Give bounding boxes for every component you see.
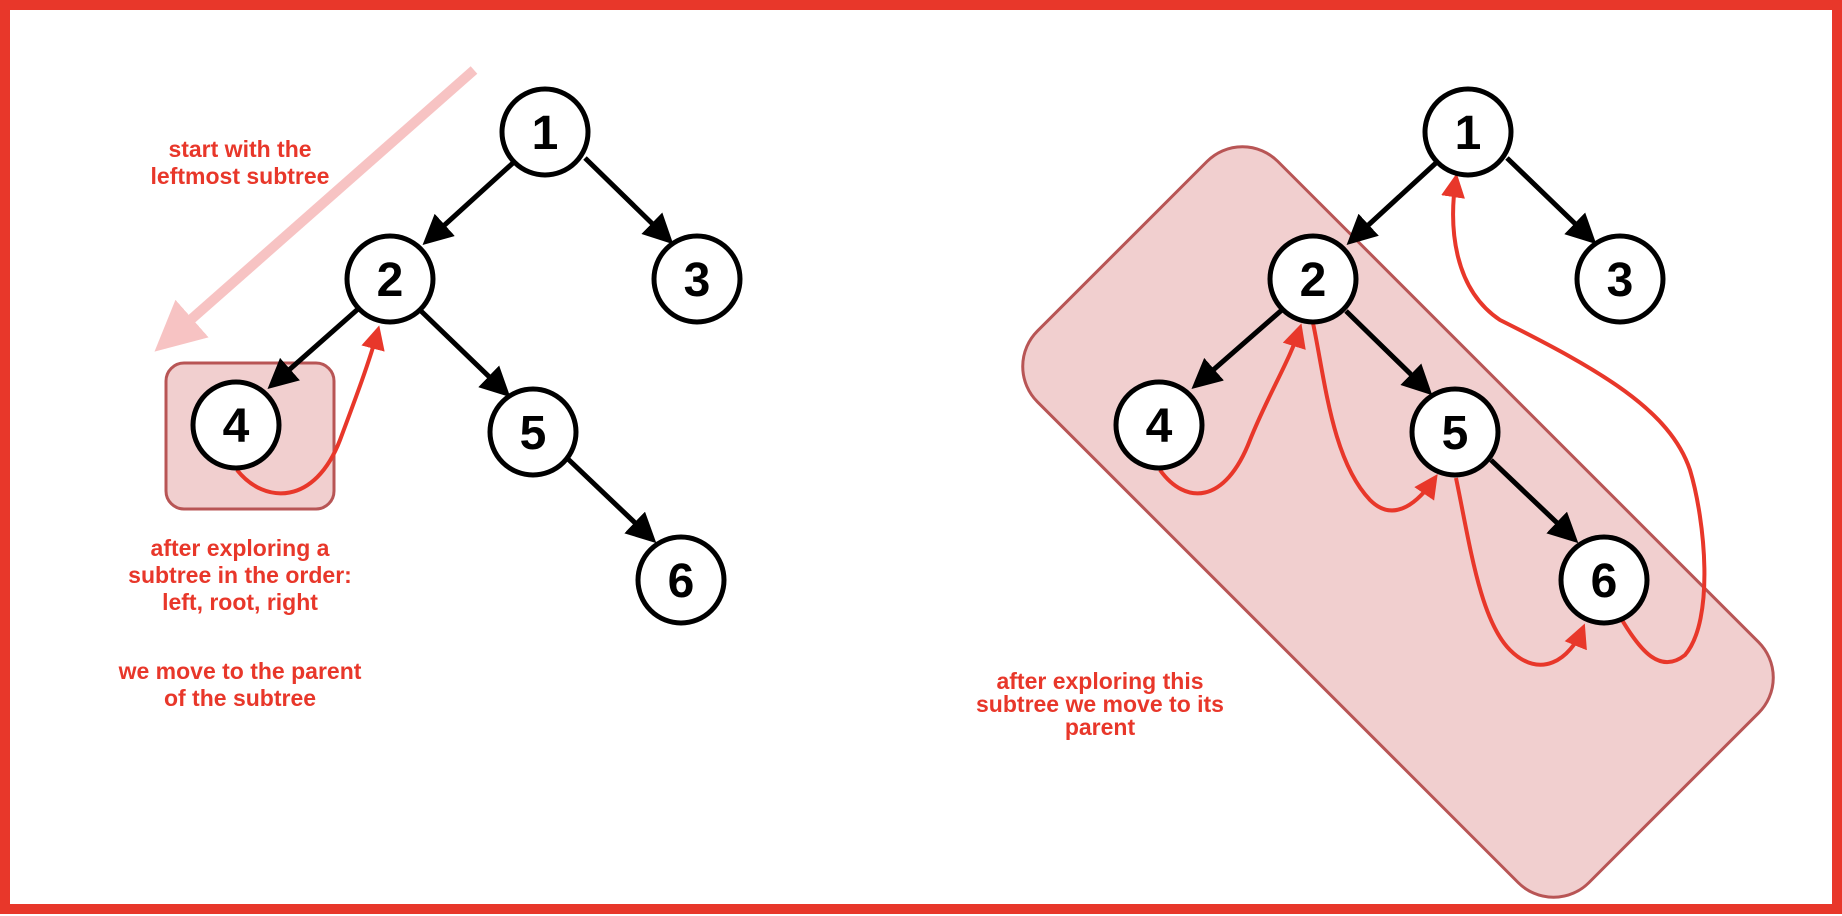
svg-text:2: 2 [377,254,404,307]
tree-node-1: 1 [1422,86,1514,178]
svg-text:1: 1 [1455,107,1482,160]
caption-line: subtree in the order: [128,562,352,588]
caption-line: leftmost subtree [150,163,330,189]
tree-node-2: 2 [344,233,436,325]
caption-line: of the subtree [163,685,317,711]
caption-subtree-parent: after exploring this subtree we move to … [940,670,1260,739]
start-arrow [154,66,478,352]
edge-1-2 [422,160,516,246]
caption-line: subtree we move to its [976,691,1224,717]
svg-text:6: 6 [668,555,695,608]
subtree-highlight [1021,145,1775,899]
caption-line: after exploring this [996,668,1204,694]
edge-2-5 [1344,309,1433,396]
tree-node-4: 4 [1113,379,1205,471]
svg-text:5: 5 [1442,407,1469,460]
edge-1-3 [1505,156,1597,245]
svg-text:5: 5 [520,407,547,460]
edge-2-5 [419,309,511,398]
caption-start-leftmost: start with the leftmost subtree [90,136,390,190]
right-tree: 1 2 3 4 5 6 [1021,86,1775,899]
edge-5-6 [566,457,657,544]
tree-node-5: 5 [487,386,579,478]
svg-text:3: 3 [1607,254,1634,307]
svg-text:1: 1 [532,107,559,160]
caption-line: after exploring a [150,535,330,561]
tree-node-3: 3 [1574,233,1666,325]
left-tree: 1 2 3 4 5 6 [154,66,743,626]
tree-node-3: 3 [651,233,743,325]
caption-line: parent [1064,714,1136,740]
traversal-arrow-4-to-2 [1158,323,1306,496]
tree-node-5: 5 [1409,386,1501,478]
tree-node-6: 6 [635,534,727,626]
svg-text:4: 4 [223,400,250,453]
edge-1-3 [583,156,674,245]
caption-line: start with the [168,136,312,162]
caption-line: left, root, right [162,589,318,615]
svg-text:2: 2 [1300,254,1327,307]
tree-node-2: 2 [1267,233,1359,325]
svg-text:6: 6 [1591,555,1618,608]
traversal-arrow-5-to-6 [1454,477,1587,667]
caption-explore-order: after exploring a subtree in the order: … [80,535,400,616]
traversal-arrow-6-to-1 [1441,173,1707,664]
svg-text:3: 3 [684,254,711,307]
edge-1-2 [1346,160,1439,246]
tree-node-1: 1 [499,86,591,178]
traversal-arrow-4-to-2 [235,325,385,496]
edge-5-6 [1489,458,1579,544]
tree-node-6: 6 [1558,534,1650,626]
tree-node-4: 4 [190,379,282,471]
traversal-arrow-2-to-5 [1311,322,1438,513]
caption-line: we move to the parent [118,658,362,684]
edge-2-4 [267,307,360,389]
edge-2-4 [1191,307,1285,389]
caption-move-to-parent: we move to the parent of the subtree [80,658,400,712]
svg-text:4: 4 [1146,400,1173,453]
